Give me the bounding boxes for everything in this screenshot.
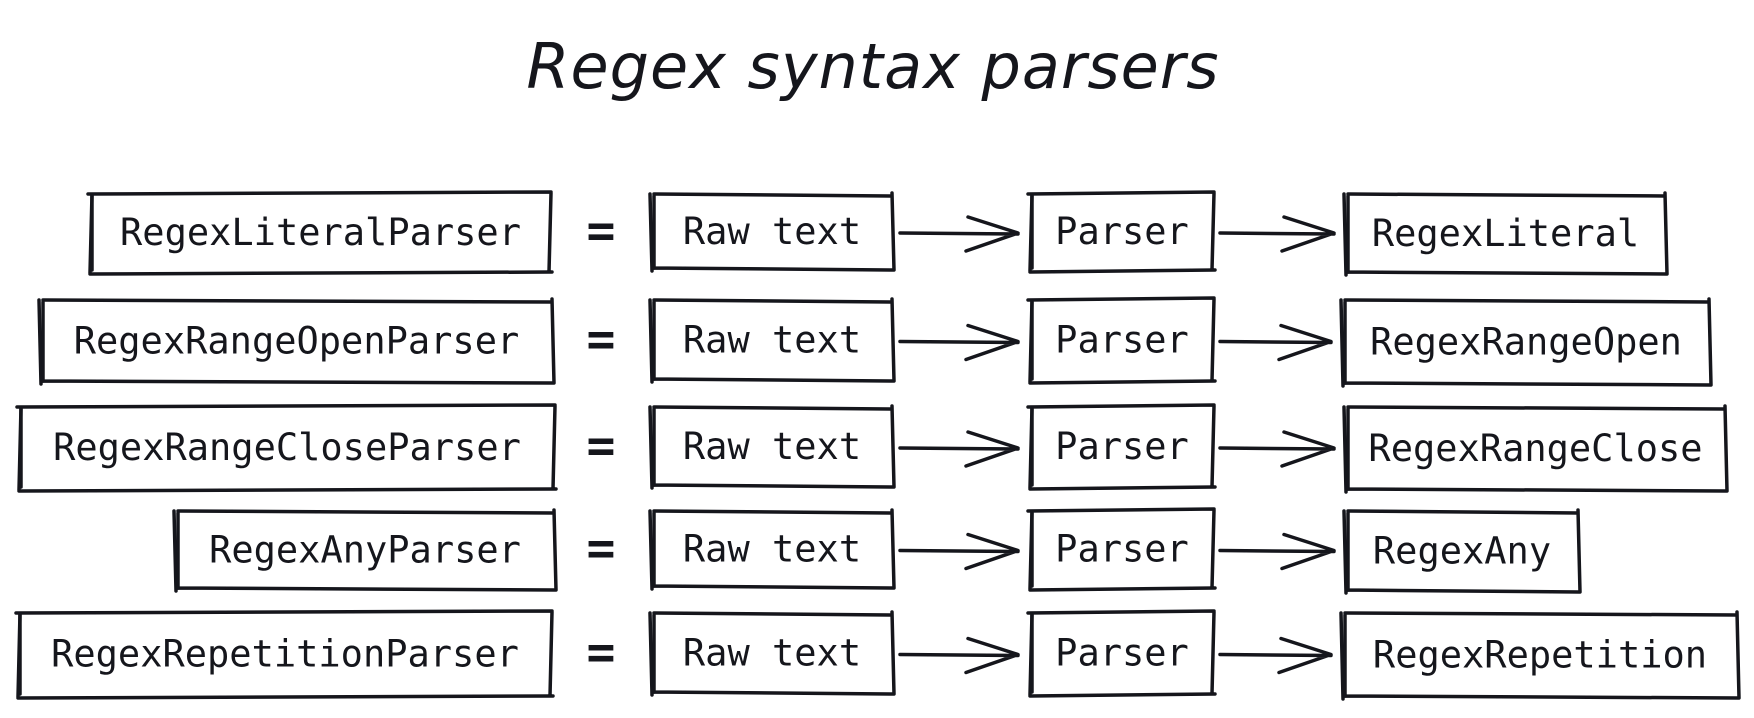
parser-row: RegexRangeOpenParser = Raw text Parser Regex…: [37, 296, 1713, 388]
equals-sign: =: [587, 203, 616, 259]
output-type-box: RegexRepetition: [1339, 610, 1741, 701]
arrow-icon: [1218, 532, 1336, 571]
box-outline: [1026, 403, 1217, 491]
box-outline: [1026, 507, 1217, 592]
equals-sign: =: [587, 625, 616, 681]
box-outline: [1342, 404, 1729, 494]
output-type-box: RegexLiteral: [1342, 191, 1669, 277]
output-type-box-label: RegexAny: [1373, 530, 1551, 573]
equals-sign: =: [587, 418, 616, 474]
box-outline: [1026, 296, 1217, 385]
box-outline: [648, 404, 896, 490]
parser-name-box: RegexAnyParser: [172, 508, 558, 593]
output-type-box-label: RegexRangeOpen: [1370, 321, 1682, 364]
box-outline: [1026, 190, 1217, 274]
raw-text-box-label: Raw text: [683, 210, 861, 253]
parser-name-box-label: RegexRepetitionParser: [51, 633, 519, 676]
raw-text-box: Raw text: [648, 404, 896, 490]
box-outline: [1342, 191, 1669, 277]
box-outline: [1339, 610, 1741, 701]
box-outline: [172, 508, 558, 593]
box-outline: [37, 297, 556, 386]
box-outline: [648, 191, 896, 273]
parser-name-box: RegexLiteralParser: [86, 190, 554, 276]
parser-stage-box: Parser: [1026, 609, 1217, 698]
output-type-box: RegexRangeOpen: [1339, 297, 1713, 388]
equals-sign: =: [587, 312, 616, 368]
output-type-box: RegexRangeClose: [1342, 404, 1729, 494]
arrow-icon: [898, 323, 1020, 362]
output-type-box-label: RegexRepetition: [1373, 634, 1707, 677]
parser-name-box-label: RegexRangeCloseParser: [53, 426, 521, 469]
arrow-icon: [1218, 323, 1333, 362]
equals-sign: =: [587, 521, 616, 577]
parser-row: RegexAnyParser = Raw text Parser RegexAny: [172, 507, 1582, 595]
parser-stage-box-label: Parser: [1055, 528, 1189, 571]
box-outline: [1339, 297, 1713, 388]
parser-name-box-label: RegexRangeOpenParser: [74, 320, 520, 363]
raw-text-box-label: Raw text: [683, 528, 861, 571]
box-outline: [15, 403, 558, 493]
output-type-box: RegexAny: [1342, 508, 1582, 595]
raw-text-box-label: Raw text: [683, 425, 861, 468]
parser-row: RegexLiteralParser = Raw text Parser RegexLi…: [86, 190, 1669, 277]
box-outline: [86, 190, 554, 276]
arrow-icon: [898, 636, 1020, 675]
parser-name-box-label: RegexLiteralParser: [120, 211, 521, 254]
arrow-icon: [1218, 215, 1336, 253]
parser-stage-box: Parser: [1026, 403, 1217, 491]
raw-text-box: Raw text: [648, 508, 896, 591]
parser-name-box: RegexRangeCloseParser: [15, 403, 558, 493]
arrow-icon: [898, 215, 1020, 253]
parser-stage-box: Parser: [1026, 507, 1217, 592]
box-outline: [1026, 609, 1217, 698]
parser-row: RegexRepetitionParser = Raw text Parser Rege…: [14, 609, 1741, 701]
arrow-icon: [898, 430, 1020, 468]
box-outline: [14, 609, 555, 700]
parser-stage-box: Parser: [1026, 190, 1217, 274]
output-type-box-label: RegexRangeClose: [1368, 427, 1702, 470]
parser-name-box: RegexRangeOpenParser: [37, 297, 556, 386]
diagram-title: Regex syntax parsers: [526, 30, 1219, 103]
raw-text-box-label: Raw text: [683, 632, 861, 675]
raw-text-box: Raw text: [648, 191, 896, 273]
box-outline: [648, 508, 896, 591]
parser-stage-box-label: Parser: [1055, 632, 1189, 675]
box-outline: [1342, 508, 1582, 595]
raw-text-box: Raw text: [648, 297, 896, 384]
box-outline: [648, 610, 896, 697]
arrow-icon: [1218, 636, 1333, 675]
arrow-icon: [1218, 430, 1336, 468]
arrow-icon: [898, 532, 1020, 571]
output-type-box-label: RegexLiteral: [1372, 212, 1639, 255]
box-outline: [648, 297, 896, 384]
parser-stage-box-label: Parser: [1055, 425, 1189, 468]
raw-text-box: Raw text: [648, 610, 896, 697]
parser-stage-box-label: Parser: [1055, 210, 1189, 253]
parser-name-box-label: RegexAnyParser: [209, 529, 521, 572]
parser-stage-box: Parser: [1026, 296, 1217, 385]
raw-text-box-label: Raw text: [683, 319, 861, 362]
parser-name-box: RegexRepetitionParser: [14, 609, 555, 700]
parser-stage-box-label: Parser: [1055, 319, 1189, 362]
parser-row: RegexRangeCloseParser = Raw text Parser Rege…: [15, 403, 1729, 494]
